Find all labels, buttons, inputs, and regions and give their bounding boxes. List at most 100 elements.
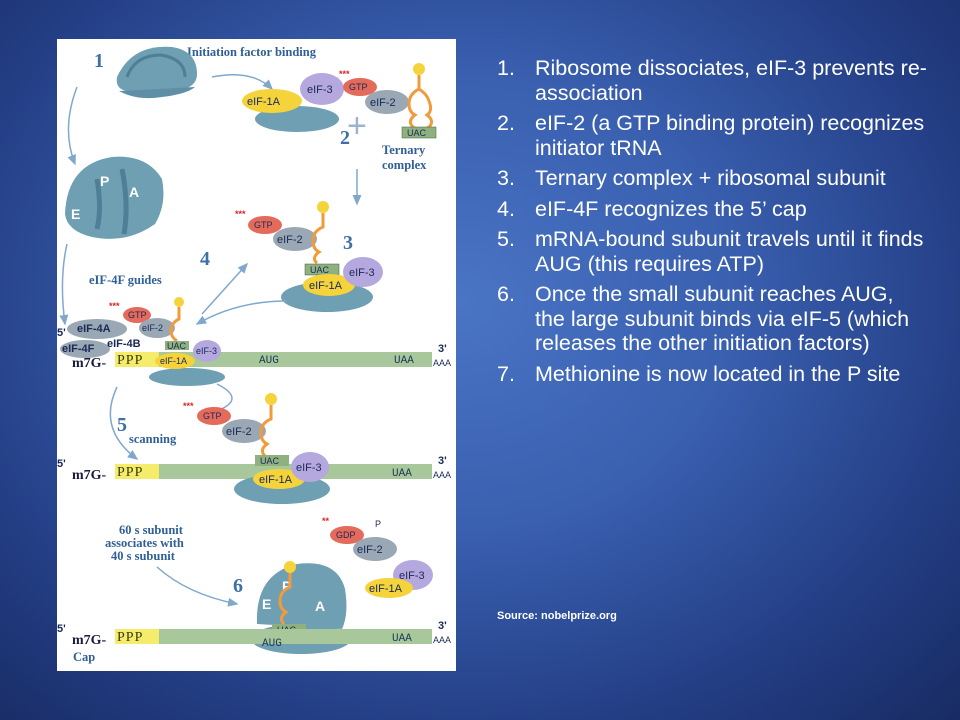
svg-text:eIF-1A: eIF-1A [369,583,403,595]
svg-text:GTP: GTP [203,411,222,421]
step-num: 2. [497,111,515,135]
svg-text:5': 5' [57,458,66,470]
subunit-caption: 60 s subunit associates with 40 s subuni… [105,523,187,563]
step-text: Methionine is now located in the P site [535,361,901,386]
svg-text:GTP: GTP [349,82,368,92]
scanning-caption: scanning [129,432,177,446]
step-text: eIF-2 (a GTP binding protein) recognizes… [535,111,925,160]
step-num: 7. [497,361,515,386]
ternary-complex: *** GTP eIF-2 UAC [339,63,437,139]
step-num: 1. [497,56,515,80]
step-item-5: 5.mRNA-bound subunit travels until it fi… [497,227,927,276]
step-text: eIF-4F recognizes the 5’ cap [535,196,807,221]
svg-text:PPP: PPP [117,465,143,480]
svg-text:UAC: UAC [167,341,187,351]
svg-text:UAC: UAC [407,128,427,138]
step-text: Ribosome dissociates, eIF-3 prevents re-… [535,56,927,105]
svg-text:PPP: PPP [117,630,143,645]
svg-text:eIF-4B: eIF-4B [107,338,141,350]
svg-text:A: A [315,598,325,614]
plus-sign: + [347,107,367,145]
svg-text:P: P [100,173,109,189]
svg-text:eIF-3: eIF-3 [349,267,375,279]
step-item-4: 4. eIF-4F recognizes the 5’ cap [497,197,927,222]
arrow-4-down [109,386,139,460]
step-number-6: 6 [233,575,243,597]
translation-initiation-figure: Initiation factor binding 1 eIF-1A eIF-3… [57,39,456,671]
step-number-3: 3 [343,232,353,254]
step-num: 3. [497,166,515,190]
svg-text:eIF-2: eIF-2 [370,97,396,109]
arrow-left-down [59,243,69,326]
svg-text:***: *** [183,401,194,411]
svg-text:eIF-2: eIF-2 [226,426,252,438]
svg-text:AAA: AAA [433,470,451,480]
ribosome-cutaway: P A E [65,156,164,239]
ternary-label: Ternary complex [382,143,428,172]
step-num: 6. [497,282,515,306]
mrna-step5: PPP m7G- 5' UAA 3' AAA *** GTP eIF-2 UAC… [57,393,451,504]
step-item-2: 2. eIF-2 (a GTP binding protein) recogniz… [497,111,927,160]
svg-text:E: E [262,596,271,612]
cap-label: Cap [73,650,95,664]
svg-text:AUG: AUG [262,638,282,650]
mrna-step4: PPP m7G- 5' AUG UAA 3' AAA eIF-4A eIF-4F… [57,297,451,386]
step-item-6: 6. Once the small subunit reaches AUG, th… [497,282,927,356]
svg-text:eIF-1A: eIF-1A [247,96,281,108]
svg-text:P: P [282,578,291,594]
svg-text:eIF-3: eIF-3 [196,346,217,356]
svg-text:eIF-3: eIF-3 [296,462,322,474]
svg-text:eIF-1A: eIF-1A [160,356,187,366]
ribosome-large-subunit-1 [116,46,197,99]
small-subunit-with-factors: eIF-1A eIF-3 [242,73,344,132]
svg-text:A: A [129,184,139,200]
svg-text:**: ** [322,516,330,526]
svg-text:eIF-1A: eIF-1A [259,474,293,486]
svg-text:UAA: UAA [392,633,412,645]
svg-text:E: E [71,206,80,222]
arrow-step1-down [67,86,78,166]
step-number-1: 1 [94,50,104,72]
svg-text:PPP: PPP [117,353,143,368]
svg-text:AAA: AAA [433,358,451,368]
step-number-5: 5 [117,414,127,436]
svg-text:m7G-: m7G- [72,468,107,483]
svg-text:eIF-4F: eIF-4F [62,343,95,355]
svg-text:AAA: AAA [433,635,451,645]
svg-text:5': 5' [57,327,66,339]
svg-text:***: *** [235,209,246,219]
svg-text:m7G-: m7G- [72,356,107,371]
eif3-blob [300,73,344,105]
svg-text:***: *** [109,301,120,311]
step-num: 5. [497,227,515,251]
step-item-7: 7. Methionine is now located in the P sit… [497,362,927,387]
arrow-4-diag [201,262,249,315]
svg-text:GTP: GTP [254,220,273,230]
svg-text:P: P [375,519,381,529]
step3-complex: *** GTP eIF-2 UAC eIF-1A eIF-3 [235,201,383,312]
svg-text:UAA: UAA [394,355,414,367]
svg-text:GTP: GTP [128,310,147,320]
arrow-step1-to-small [211,74,274,91]
svg-text:GDP: GDP [336,530,356,540]
figure-title: Initiation factor binding [187,45,317,59]
svg-text:eIF-3: eIF-3 [307,84,333,96]
step-text: Ternary complex + ribosomal subunit [535,166,886,190]
svg-text:***: *** [339,69,350,79]
svg-text:5': 5' [57,623,66,635]
step-item-1: 1. Ribosome dissociates, eIF-3 prevents r… [497,56,927,105]
step-num: 4. [497,196,515,221]
svg-text:3': 3' [438,343,447,355]
step-item-3: 3. Ternary complex + ribosomal subunit [497,166,927,191]
step-number-2: 2 [340,127,350,149]
step-text: Once the small subunit reaches AUG, the … [535,282,910,355]
step-number-4: 4 [200,248,210,270]
svg-text:3': 3' [438,620,447,632]
svg-text:eIF-2: eIF-2 [357,544,383,556]
svg-text:AUG: AUG [259,355,279,367]
svg-text:UAC: UAC [310,265,330,275]
svg-text:eIF-3: eIF-3 [399,570,425,582]
svg-text:UAC: UAC [260,456,280,466]
svg-text:UAA: UAA [392,468,412,480]
svg-text:eIF-2: eIF-2 [277,234,303,246]
